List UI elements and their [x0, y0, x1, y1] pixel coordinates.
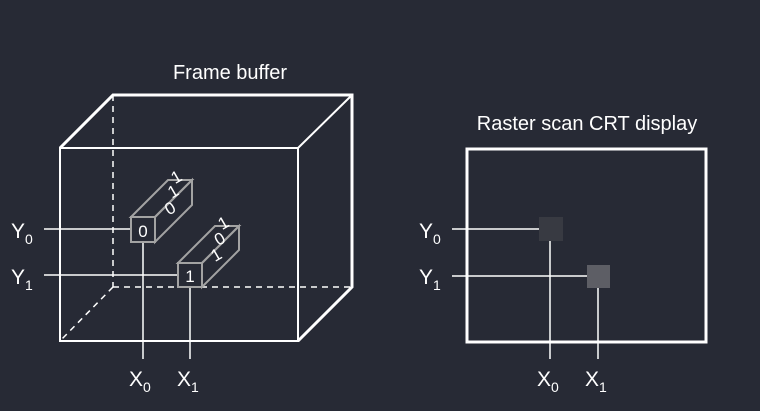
- cell-x0-y0-front-digit: 0: [138, 222, 147, 241]
- crt-pixel-x1-y1: [587, 265, 610, 288]
- cell-x1-y1-front-digit: 1: [185, 267, 194, 286]
- frame-buffer-col-label-x1: X1: [177, 368, 199, 395]
- cube-visible-edges: [58, 93, 354, 343]
- cube-hidden-depth-edge: [59, 286, 114, 342]
- frame-buffer-title: Frame buffer: [173, 62, 287, 84]
- crt-display-title: Raster scan CRT display: [477, 113, 697, 135]
- cube-top-right-edges: [58, 93, 354, 343]
- crt-col-label-x1: X1: [585, 368, 607, 395]
- frame-buffer-row-label-y0: Y0: [11, 220, 33, 247]
- frame-buffer-leader-lines: [44, 228, 191, 359]
- frame-buffer-cell-x1-y1: 1 1 0 1: [175, 213, 242, 290]
- cube-hidden-edges: [59, 95, 352, 342]
- crt-leader-lines: [452, 228, 599, 359]
- crt-pixel-x0-y0: [539, 217, 563, 241]
- cell-x0-y0-front-square: [130, 216, 156, 243]
- cell-x0-y0-bit-1: 0: [161, 198, 179, 219]
- frame-buffer: Frame buffer 0 0 1: [11, 62, 354, 395]
- cube-front-face: [59, 147, 299, 342]
- crt-display: Raster scan CRT display Y0 Y1 X0 X1: [419, 113, 708, 395]
- frame-buffer-cell-x0-y0: 0 0 1 1: [128, 167, 195, 245]
- cell-x1-y1-front-square: [177, 262, 203, 288]
- frame-buffer-row-label-y1: Y1: [11, 266, 33, 293]
- crt-col-label-x0: X0: [537, 368, 559, 395]
- frame-buffer-col-label-x0: X0: [129, 368, 151, 395]
- crt-screen-frame: [465, 147, 708, 344]
- cube-front-top-right-edge: [297, 94, 353, 149]
- crt-row-label-y1: Y1: [419, 266, 441, 293]
- crt-row-label-y0: Y0: [419, 220, 441, 247]
